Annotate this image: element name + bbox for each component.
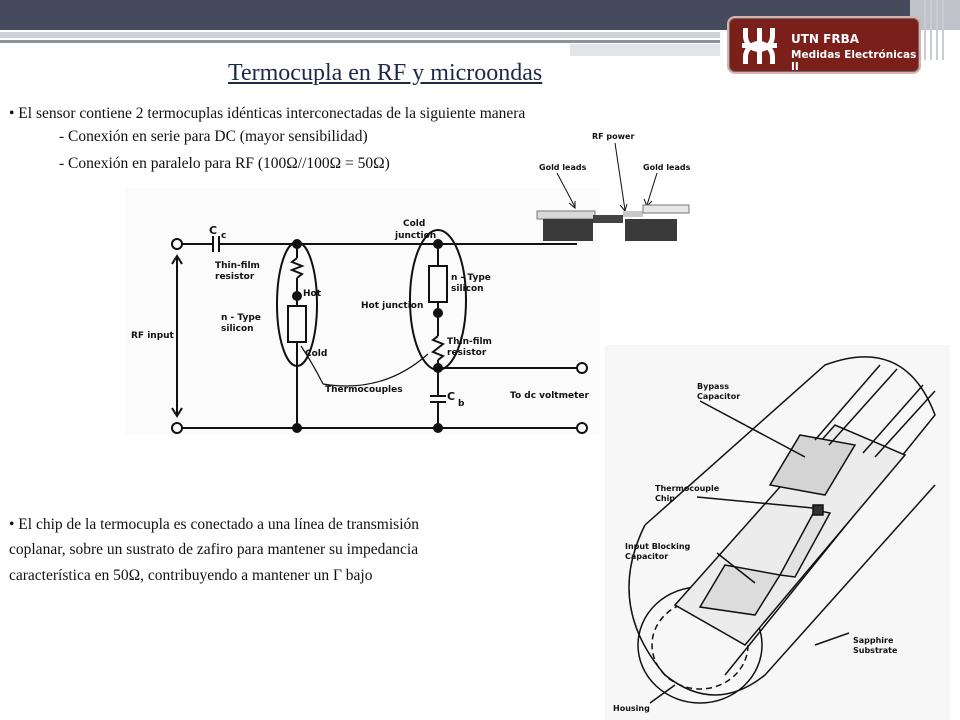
thin-film-label-2: Thin-film (447, 337, 492, 347)
silicon-label: silicon (221, 324, 254, 334)
housing-label: Housing (613, 704, 650, 713)
n-type-label-2: n - Type (451, 273, 491, 283)
corner-stripes (922, 0, 952, 60)
sapphire-label-2: Substrate (853, 646, 898, 655)
header-stripe-light (570, 44, 720, 56)
slide-title: Termocupla en RF y microondas (228, 60, 543, 86)
gold-leads-left-label: Gold leads (539, 163, 587, 172)
cb-label: C (447, 390, 455, 403)
cc-sub: c (221, 231, 226, 241)
chip-cross-section: RF power Gold leads Gold leads (536, 132, 691, 241)
silicon-label-2: silicon (451, 284, 484, 294)
cb-sub: b (458, 399, 465, 409)
badge-subtitle: Medidas Electrónicas II (791, 49, 917, 73)
bypass-label-2: Capacitor (697, 392, 740, 401)
bullet-2-line-2: coplanar, sobre un sustrato de zafiro pa… (9, 541, 419, 558)
cc-label: C (209, 224, 217, 237)
cold-label: Cold (305, 349, 327, 359)
sub-bullet-series: - Conexión en serie para DC (mayor sensi… (59, 128, 368, 145)
rf-input-label: RF input (131, 331, 175, 341)
university-badge: UTN FRBA Medidas Electrónicas II (727, 16, 921, 74)
bullet-2-line-1: • El chip de la termocupla es conectado … (9, 516, 420, 533)
resistor-label: resistor (215, 272, 255, 282)
thermocouples-label: Thermocouples (325, 385, 403, 395)
bypass-label-1: Bypass (697, 382, 729, 391)
sensor-housing-illustration: Bypass Capacitor Thermocouple Chip Input… (605, 345, 950, 720)
n-type-label: n - Type (221, 313, 261, 323)
thermocouple-circuit-diagram: C c Thin-film resistor Hot n - Type sili… (125, 188, 600, 435)
input-blocking-label-1: Input Blocking (625, 542, 691, 551)
cold-junction-label-1: Cold (403, 219, 425, 229)
sapphire-label-1: Sapphire (853, 636, 894, 645)
cold-junction-label-2: junction (394, 231, 436, 241)
header-stripe-dark (0, 40, 720, 43)
sub-bullet-parallel: - Conexión en paralelo para RF (100Ω//10… (59, 155, 390, 172)
badge-title: UTN FRBA (791, 32, 860, 46)
thermocouple-chip-label-2: Chip (655, 494, 675, 503)
thin-film-label: Thin-film (215, 261, 260, 271)
hot-junction-label: Hot junction (361, 301, 423, 311)
utn-logo-icon (742, 28, 777, 64)
gold-leads-right-label: Gold leads (643, 163, 691, 172)
resistor-label-2: resistor (447, 348, 487, 358)
thermocouple-chip-label-1: Thermocouple (655, 484, 720, 493)
hot-label: Hot (303, 289, 322, 299)
bullet-2-line-3: característica en 50Ω, contribuyendo a m… (9, 567, 373, 584)
rf-power-label: RF power (592, 132, 634, 141)
bullet-1: • El sensor contiene 2 termocuplas idént… (9, 105, 526, 122)
input-blocking-label-2: Capacitor (625, 552, 668, 561)
header-stripe (0, 32, 720, 38)
dc-voltmeter-label: To dc voltmeter (510, 391, 589, 401)
